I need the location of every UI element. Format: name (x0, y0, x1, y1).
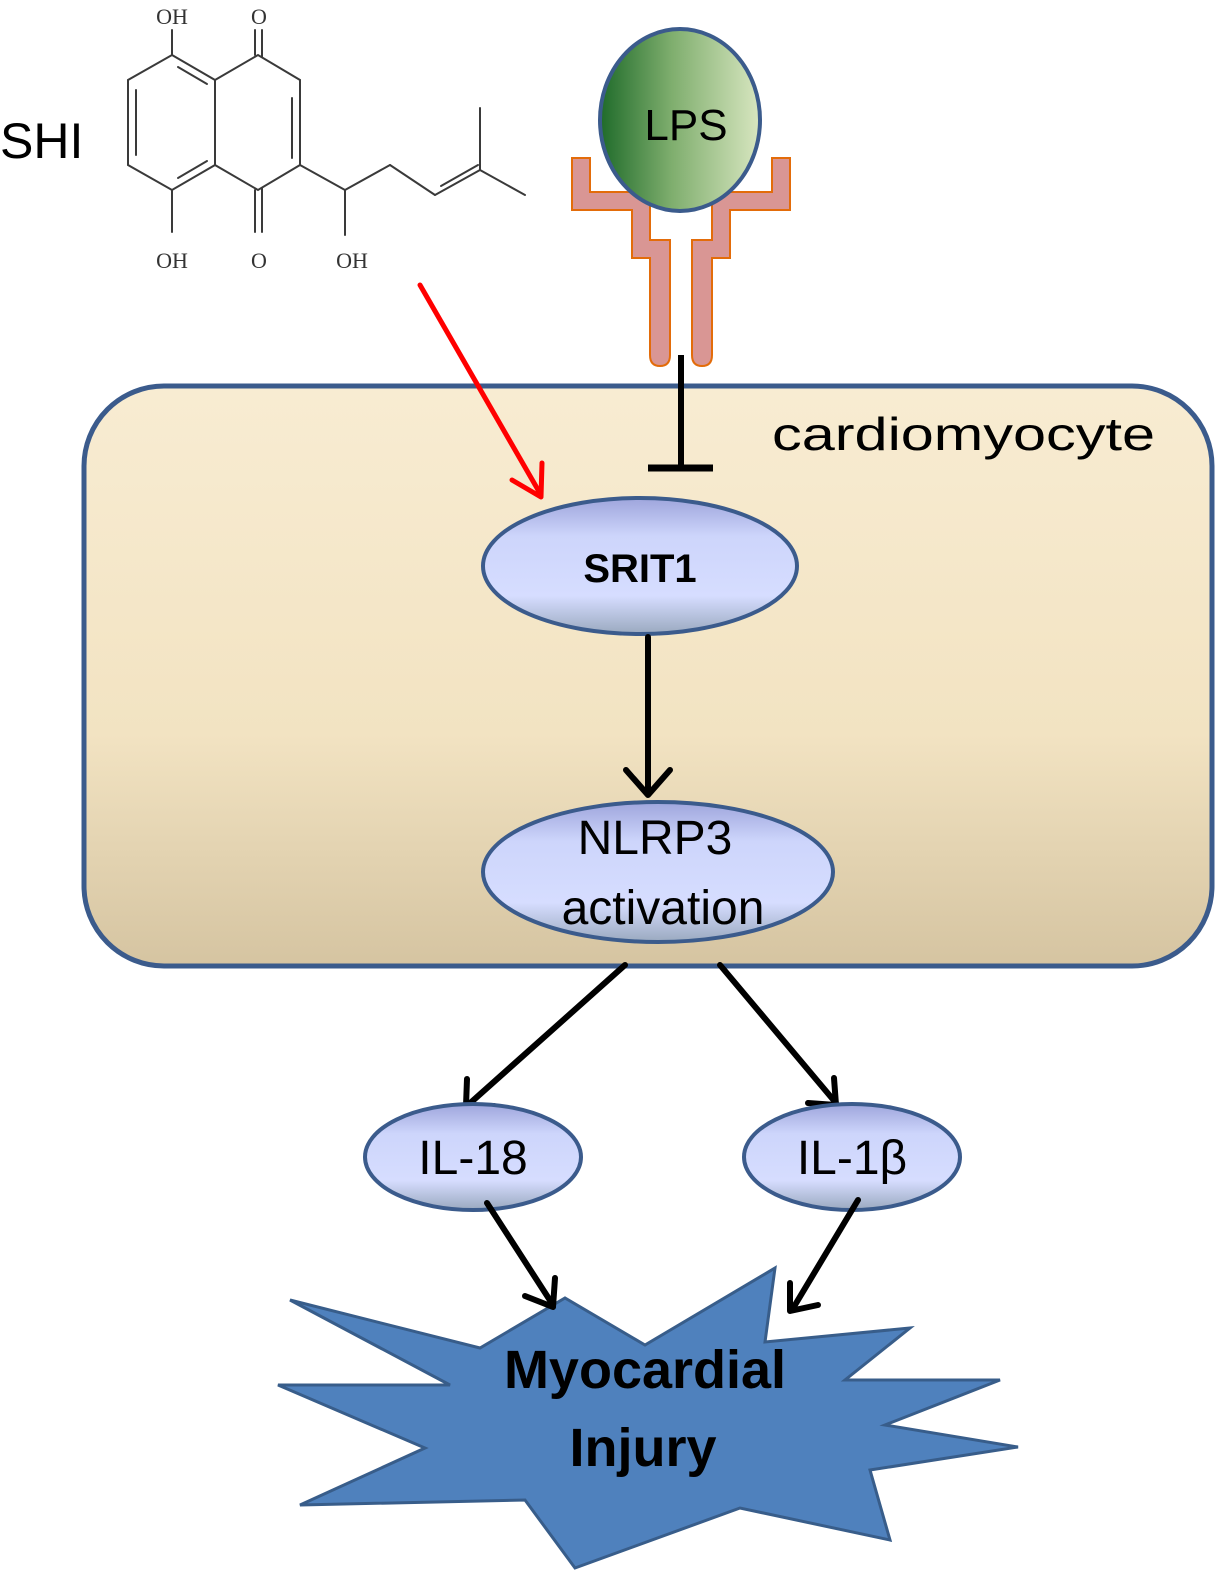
oh-top-label: OH (156, 4, 188, 29)
injury-label-line2: Injury (569, 1418, 716, 1478)
oh-side-label: OH (336, 248, 368, 273)
il1b-label: IL-1β (797, 1132, 907, 1185)
shi-activation-arrow (417, 282, 545, 500)
chemical-structure: OH O OH O OH (127, 4, 526, 273)
srit1-label: SRIT1 (583, 547, 696, 591)
nlrp3-label-line2: activation (562, 882, 765, 935)
cell-label: cardiomyocyte (772, 408, 1155, 460)
arrow-srit1-to-nlrp3 (623, 634, 673, 798)
oh-bottom-label: OH (156, 248, 188, 273)
compound-name: SHI (0, 113, 83, 169)
nlrp3-label-line1: NLRP3 (578, 812, 733, 865)
il18-label: IL-18 (418, 1132, 527, 1185)
receptor-right (691, 157, 791, 368)
receptor-left (571, 157, 671, 368)
arrow-nlrp3-to-il18 (463, 962, 628, 1109)
nlrp3-node (481, 800, 835, 944)
inhibition-line (648, 355, 713, 472)
o-bottom-label: O (251, 248, 267, 273)
arrow-il18-to-injury (484, 1200, 558, 1310)
lps-label: LPS (644, 101, 727, 150)
arrow-nlrp3-to-il1b (717, 962, 839, 1108)
injury-label-line1: Myocardial (504, 1340, 786, 1400)
lps-molecule (598, 27, 762, 213)
o-top-label: O (251, 4, 267, 29)
il18-node (363, 1102, 583, 1212)
myocardial-injury-burst (277, 1265, 1019, 1570)
arrow-il1b-to-injury (787, 1197, 861, 1314)
srit1-node (481, 496, 799, 636)
